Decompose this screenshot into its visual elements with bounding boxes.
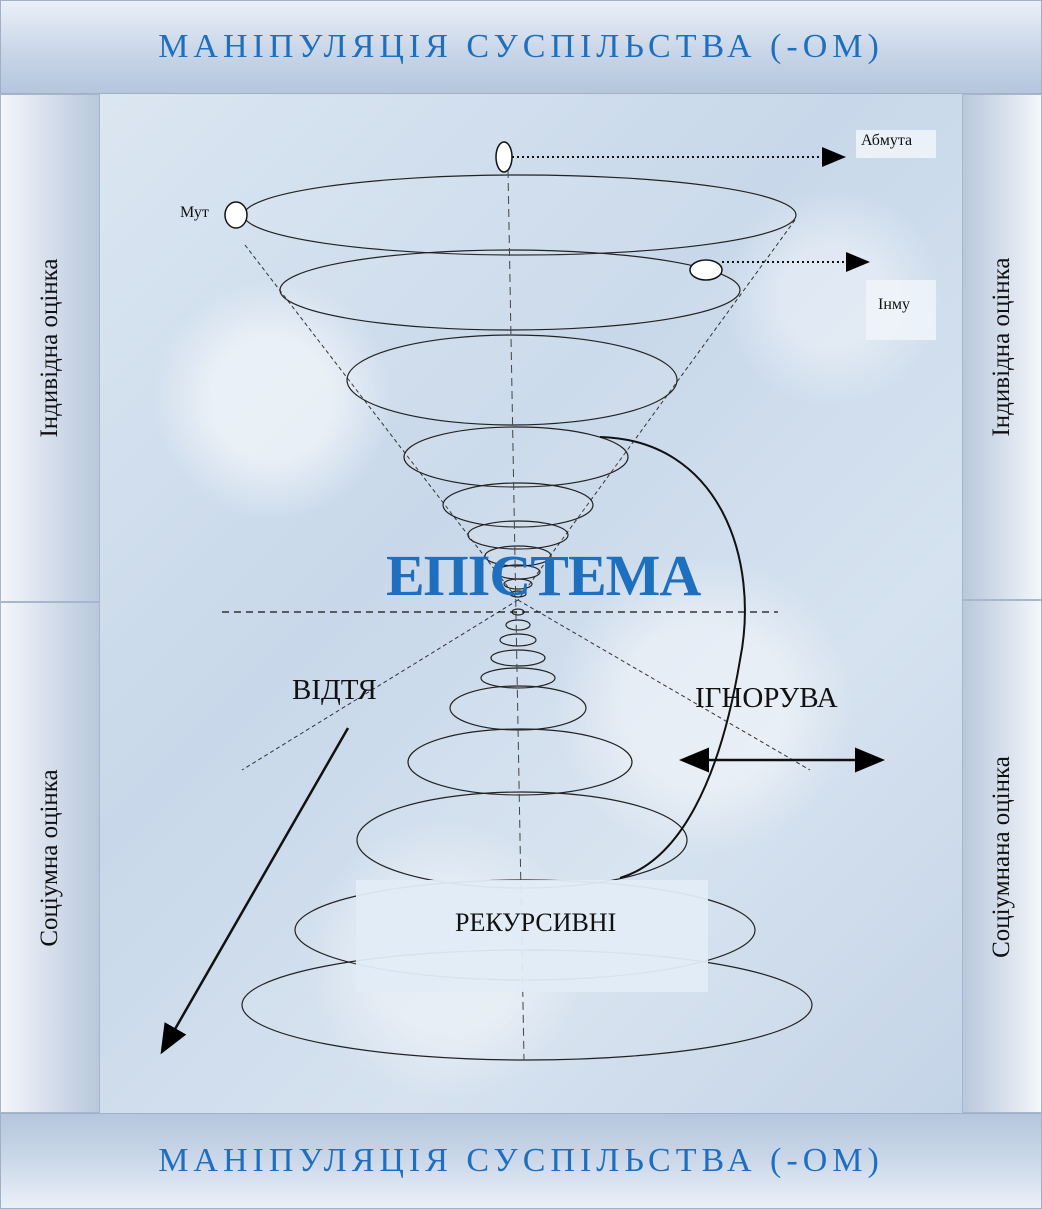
bottom-banner: МАНІПУЛЯЦІЯ СУСПІЛЬСТВА (-ОМ) xyxy=(0,1113,1042,1209)
lower-ring-2 xyxy=(505,619,531,631)
top-marker xyxy=(495,141,513,173)
mut-marker xyxy=(224,201,248,229)
left-bottom-panel: Соціумна оцінка xyxy=(0,602,100,1113)
lower-cone-right-edge xyxy=(517,599,811,771)
lower-ring-3 xyxy=(499,633,537,647)
inmu-label-bg xyxy=(866,280,936,340)
lower-ring-5 xyxy=(480,667,556,689)
upper-ring-6 xyxy=(467,520,569,550)
ignoruva-label: ІГНОРУВА xyxy=(695,682,838,714)
upper-cone-right-edge xyxy=(517,219,796,601)
upper-rings xyxy=(243,174,797,598)
lower-cone-left-edge xyxy=(241,599,519,771)
mut-label: Мут xyxy=(180,204,209,221)
abmuta-label: Абмута xyxy=(861,132,913,149)
recursive-curve xyxy=(599,436,746,879)
lower-ring-8 xyxy=(356,791,688,889)
top-banner: МАНІПУЛЯЦІЯ СУСПІЛЬСТВА (-ОМ) xyxy=(0,0,1042,94)
upper-ring-9 xyxy=(503,578,533,590)
upper-ring-7 xyxy=(484,545,552,567)
top-banner-title: МАНІПУЛЯЦІЯ СУСПІЛЬСТВА (-ОМ) xyxy=(158,28,884,65)
upper-ring-10 xyxy=(509,590,527,598)
bottom-banner-title: МАНІПУЛЯЦІЯ СУСПІЛЬСТВА (-ОМ) xyxy=(158,1142,884,1179)
lower-ring-7 xyxy=(407,728,633,796)
rekursyvni-label-bg xyxy=(356,880,708,992)
vidtya-label: ВІДТЯ xyxy=(292,674,377,706)
abmuta-label-bg xyxy=(856,130,936,158)
right-top-panel: Індивідна оцінка xyxy=(962,94,1042,600)
rekursyvni-label: РЕКУРСИВНІ xyxy=(455,908,617,937)
upper-ring-5 xyxy=(442,482,594,528)
lower-ring-4 xyxy=(490,649,546,667)
upper-ring-4 xyxy=(403,426,629,488)
inmu-label: Інму xyxy=(878,296,911,313)
left-top-panel: Індивідна оцінка xyxy=(0,94,100,602)
vidtya-arrow xyxy=(160,727,350,1055)
inmu-marker xyxy=(689,259,723,281)
right-bottom-panel: Соціумнана оцінка xyxy=(962,600,1042,1113)
upper-ring-1 xyxy=(243,174,797,256)
center-label-episteme: ЕПІСТЕМА xyxy=(386,543,701,608)
